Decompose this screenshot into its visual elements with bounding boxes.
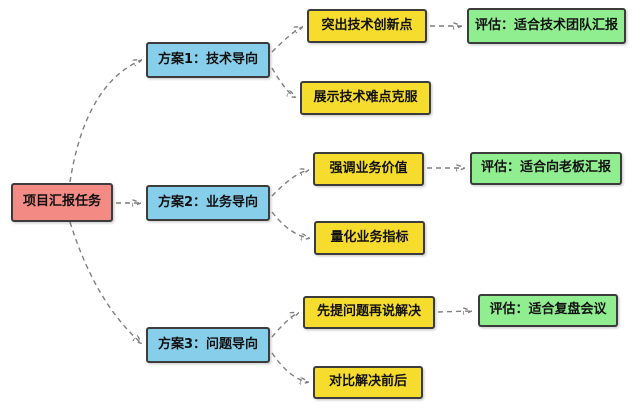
node-plan3-problem-oriented: 方案3：问题导向 <box>146 327 270 363</box>
node-problem-first-then-solution: 先提问题再说解决 <box>303 296 435 329</box>
node-plan1-tech-oriented: 方案1：技术导向 <box>146 42 270 78</box>
edge-root-plan1 <box>69 60 141 183</box>
node-eval-tech-team-report: 评估：适合技术团队汇报 <box>467 8 626 44</box>
node-eval-review-meeting: 评估：适合复盘会议 <box>478 294 618 327</box>
node-emphasize-business-value: 强调业务价值 <box>313 152 424 186</box>
node-compare-before-after: 对比解决前后 <box>313 366 423 399</box>
node-plan2-business-oriented: 方案2：业务导向 <box>146 185 270 221</box>
node-show-tech-difficulty-overcome: 展示技术难点克服 <box>300 81 431 115</box>
node-eval-boss-report: 评估：适合向老板汇报 <box>470 152 622 185</box>
edge-plan1-p1b <box>271 67 295 97</box>
node-project-report-task: 项目汇报任务 <box>11 183 113 222</box>
edge-plan2-p2a <box>271 170 308 197</box>
edge-plan1-p1a <box>271 27 302 53</box>
edge-plan3-p3a <box>271 313 298 338</box>
edge-plan3-p3b <box>271 352 308 382</box>
edge-plan2-p2b <box>271 211 309 238</box>
node-highlight-tech-innovation: 突出技术创新点 <box>307 9 427 43</box>
node-quantify-business-metrics: 量化业务指标 <box>314 221 425 255</box>
edge-root-plan3 <box>69 221 141 343</box>
edge-p3a-e3 <box>437 311 471 312</box>
